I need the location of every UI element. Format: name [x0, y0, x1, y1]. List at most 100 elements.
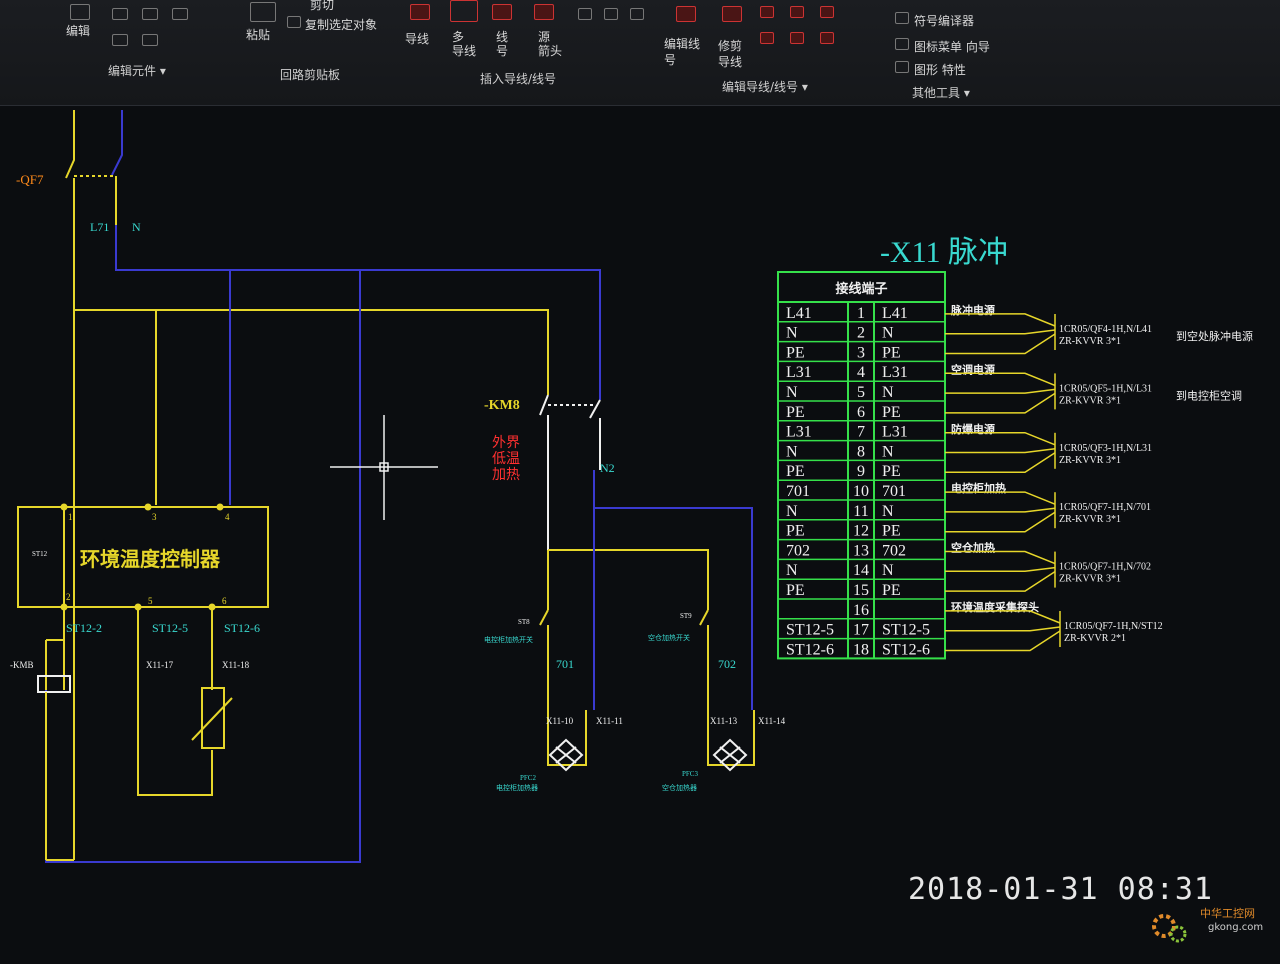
trim-wire-button[interactable]: 修剪 导线	[718, 39, 743, 69]
dropdown-arrow-icon: ▾	[159, 64, 166, 78]
wire-number-icon	[492, 4, 512, 20]
icon-menu-icon	[895, 38, 909, 50]
terminal-left-label: L41	[786, 305, 812, 322]
move-icon[interactable]	[112, 8, 128, 20]
gap-icon[interactable]	[604, 8, 618, 20]
toggle-icon[interactable]	[760, 32, 774, 44]
group-clipboard: 回路剪贴板	[280, 68, 341, 82]
km8-note-1: 外界	[492, 435, 520, 451]
paste-button[interactable]: 粘贴	[246, 28, 271, 42]
terminal-right-label: N	[882, 562, 894, 579]
cable-wire	[945, 491, 1056, 505]
terminal-number: 17	[853, 622, 869, 639]
km8-contact-n	[589, 399, 601, 470]
terminal-right-label: PE	[882, 463, 901, 480]
cable-wire	[945, 511, 1056, 533]
stretch-icon[interactable]	[630, 8, 644, 20]
pin-3: 3	[152, 512, 157, 522]
pfc2-desc: 电控柜加热器	[496, 783, 538, 792]
symbol-builder-icon	[895, 12, 909, 24]
cable-spec: ZR-KVVR 3*1	[1059, 395, 1121, 406]
pin-2: 2	[66, 592, 71, 602]
cable-code: 1CR05/QF7-1H,N/ST12	[1064, 621, 1163, 632]
wire-st12-loop	[137, 607, 213, 796]
terminal-left-label: L31	[786, 364, 812, 381]
multi-wire-button[interactable]: 多 导线	[452, 30, 477, 58]
label-km8: -KM8	[484, 398, 520, 413]
label-l71: L71	[90, 220, 109, 234]
source-arrow-button[interactable]: 源 箭头	[538, 30, 563, 58]
label-701: 701	[556, 657, 574, 671]
terminal-number: 9	[857, 463, 865, 480]
fix-icon[interactable]	[790, 32, 804, 44]
copy-component-icon[interactable]	[112, 34, 128, 46]
terminal-left-label: PE	[786, 582, 805, 599]
terminal-left-label: L31	[786, 424, 812, 441]
terminal-left-label: 701	[786, 483, 810, 500]
terminal-number: 1	[857, 305, 865, 322]
hide-icon[interactable]	[820, 6, 834, 18]
align-icon[interactable]	[172, 8, 188, 20]
label-x11-11: X11-11	[596, 716, 623, 726]
terminal-left-label: N	[786, 325, 798, 342]
label-st9: ST9	[680, 612, 692, 620]
scoot-wire-icon[interactable]	[820, 32, 834, 44]
terminal-number: 14	[853, 562, 869, 579]
edit-button[interactable]: 编辑	[66, 24, 91, 38]
terminal-number: 5	[857, 384, 865, 401]
km8-note-2: 低温	[492, 451, 520, 467]
km8-contact-l	[539, 394, 549, 550]
terminal-right-label: L31	[882, 424, 908, 441]
terminal-number: 4	[857, 364, 865, 381]
icon-menu-wizard-button[interactable]: 图标菜单 向导	[914, 40, 990, 54]
terminal-right-label: N	[882, 443, 894, 460]
kmb-coil	[37, 675, 71, 693]
cable-wire	[945, 630, 1061, 652]
controller-box	[17, 506, 269, 608]
cut-button[interactable]: 剪切	[310, 0, 335, 12]
photo-timestamp: 2018-01-31 08:31	[908, 872, 1213, 907]
copy-selected-button[interactable]: 复制选定对象	[305, 18, 378, 32]
wire-button[interactable]: 导线	[405, 32, 430, 46]
group-edit-wire[interactable]: 编辑导线/线号 ▾	[722, 78, 808, 95]
source-arrow-icon	[534, 4, 554, 20]
label-702: 702	[718, 657, 736, 671]
terminal-left-label: PE	[786, 523, 805, 540]
cable-spec: ZR-KVVR 2*1	[1064, 633, 1126, 644]
drawing-canvas[interactable]: -QF7 L71 N -KM8 外界 低温 加热 N2 环境温度控制器 1 3 …	[0, 106, 1280, 960]
terminal-number: 16	[853, 602, 869, 619]
delete-component-icon[interactable]	[142, 34, 158, 46]
wire-l71-main	[65, 110, 75, 860]
wire-number-button[interactable]: 线 号	[496, 30, 509, 58]
group-edit-components[interactable]: 编辑元件 ▾	[108, 62, 166, 79]
graphic-props-button[interactable]: 图形 特性	[914, 63, 966, 77]
schematic-drawing: -QF7 L71 N -KM8 外界 低温 加热 N2 环境温度控制器 1 3 …	[10, 110, 1253, 863]
label-x11-18: X11-18	[222, 660, 250, 670]
watermark-url: gkong.com	[1208, 922, 1264, 933]
scoot-icon[interactable]	[142, 8, 158, 20]
watermark-site-name: 中华工控网	[1200, 907, 1255, 920]
terminal-right-label: L31	[882, 364, 908, 381]
symbol-builder-button[interactable]: 符号编译器	[914, 14, 975, 28]
junction-dots	[60, 503, 224, 611]
label-qf7: -QF7	[16, 172, 44, 187]
label-x11-10: X11-10	[546, 716, 574, 726]
terminal-number: 6	[857, 404, 865, 421]
cable-wire	[945, 626, 1061, 632]
terminal-right-label: 702	[882, 542, 906, 559]
edit-wire-number-button[interactable]: 编辑线 号	[664, 37, 701, 67]
cable-code: 1CR05/QF4-1H,N/L41	[1059, 324, 1152, 335]
flip-icon[interactable]	[790, 6, 804, 18]
wire-icon	[410, 4, 430, 20]
swap-icon[interactable]	[760, 6, 774, 18]
group-other-tools[interactable]: 其他工具 ▾	[912, 84, 970, 101]
terminal-left-label: N	[786, 443, 798, 460]
trim-wire-icon	[722, 6, 742, 22]
wire-n-top	[111, 110, 123, 176]
cable-spec: ZR-KVVR 3*1	[1059, 574, 1121, 585]
wire-type-icon[interactable]	[578, 8, 592, 20]
edit-wire-number-icon	[676, 6, 696, 22]
terminal-left-label: ST12-5	[786, 622, 834, 639]
cable-wire	[945, 610, 1061, 624]
label-st12-6: ST12-6	[224, 621, 260, 635]
